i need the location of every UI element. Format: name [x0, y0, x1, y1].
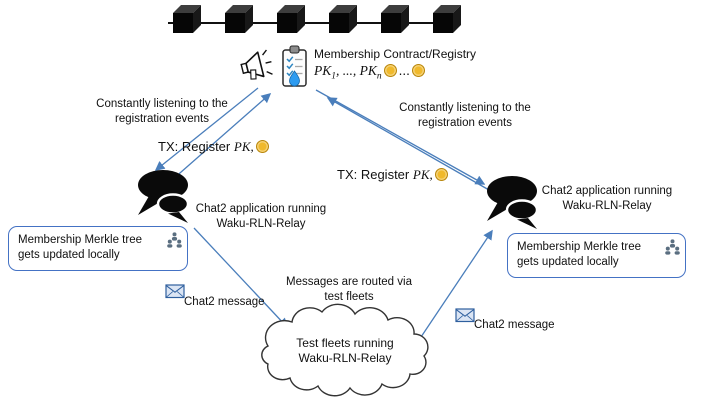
- coin-icon: [383, 63, 397, 77]
- tx-pk: PK,: [412, 167, 433, 182]
- listening-note-right: Constantly listening to the registration…: [399, 102, 531, 129]
- merkle-box-right: Membership Merkle tree gets updated loca…: [507, 233, 686, 278]
- envelope-icon-left: [165, 284, 185, 299]
- listening-arrow-left: [154, 87, 259, 171]
- routing-note: Messages are routed via test fleets: [286, 276, 412, 303]
- chat2-app-label-left: Chat2 application running Waku-RLN-Relay: [195, 203, 327, 230]
- coin-icon: [411, 63, 425, 77]
- contract-registered-keys: PK1, ..., PKn...: [314, 62, 427, 83]
- chat2-app-icon-left: [138, 170, 190, 223]
- listening-arrow-right: [315, 89, 486, 185]
- chat2-message-arrow-right: [420, 229, 493, 338]
- megaphone-icon: [240, 49, 273, 80]
- coin-icon: [255, 139, 269, 153]
- blockchain-cube-icon: [329, 5, 357, 33]
- pk-last: PK: [359, 63, 377, 78]
- chat2-message-label-right: Chat2 message: [474, 319, 555, 331]
- contract-title: Membership Contract/Registry: [314, 47, 477, 61]
- chat2-app-icon-right: [487, 176, 539, 229]
- pk-first: PK: [314, 63, 332, 78]
- tx-prefix: TX: Register: [158, 139, 231, 154]
- pk-ellipsis: , ...,: [336, 63, 360, 78]
- envelope-icon-right: [455, 308, 475, 323]
- blockchain-cube-icon: [277, 5, 305, 33]
- contract-clipboard-icon: [282, 45, 307, 87]
- chat2-app-label-right: Chat2 application running Waku-RLN-Relay: [541, 185, 673, 212]
- tx-register-arrow-right: [326, 97, 497, 195]
- merkle-box-right-text: Membership Merkle tree gets updated loca…: [517, 241, 641, 268]
- chat2-message-arrow-left: [193, 227, 289, 329]
- blockchain-cube-icon: [225, 5, 253, 33]
- listening-note-left: Constantly listening to the registration…: [96, 98, 228, 125]
- test-fleet-cloud: [261, 303, 429, 397]
- merkle-box-left: Membership Merkle tree gets updated loca…: [8, 226, 188, 271]
- tx-prefix: TX: Register: [337, 167, 410, 182]
- coin-icon: [434, 167, 448, 181]
- tx-register-arrow-left: [171, 93, 272, 181]
- tx-pk: PK,: [233, 139, 254, 154]
- group-tree-icon: [167, 232, 182, 248]
- blockchain-cube-icon: [381, 5, 409, 33]
- tx-register-label-left: TX: Register PK,: [158, 139, 271, 156]
- blue-drop-icon: [289, 70, 300, 87]
- group-tree-icon: [665, 239, 680, 255]
- coin-ellipsis: ...: [398, 63, 410, 78]
- chat2-message-label-left: Chat2 message: [184, 296, 265, 308]
- blockchain-cube-icon: [433, 5, 461, 33]
- merkle-box-left-text: Membership Merkle tree gets updated loca…: [18, 234, 142, 261]
- pk-last-subscript: n: [376, 71, 382, 82]
- tx-register-label-right: TX: Register PK,: [337, 167, 450, 184]
- test-fleet-cloud-label: Test fleets running Waku-RLN-Relay: [296, 336, 394, 366]
- pk-first-subscript: 1: [331, 71, 337, 82]
- blockchain-cube-icon: [173, 5, 201, 33]
